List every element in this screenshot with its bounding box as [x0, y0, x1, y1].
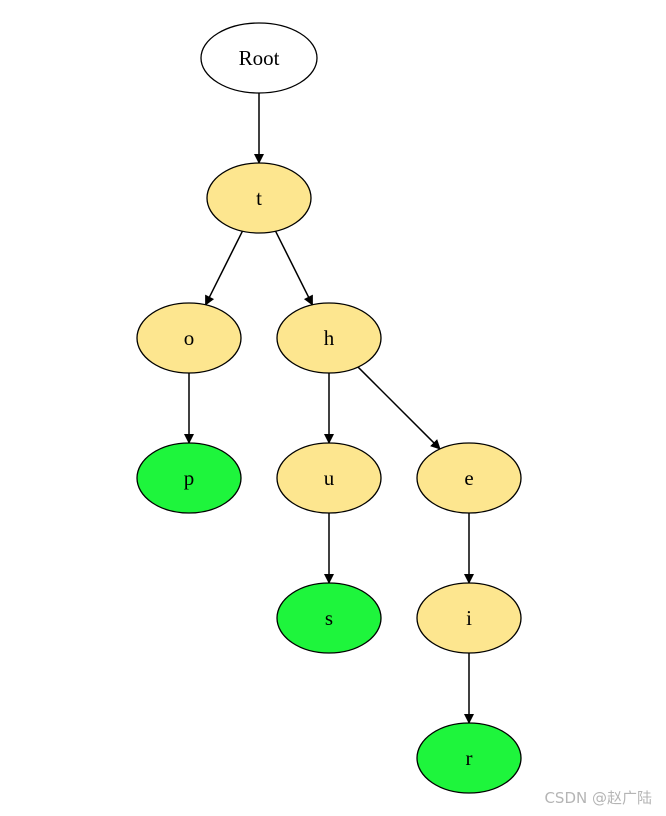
- edge-t-to-h: [274, 230, 314, 306]
- node-i: i: [416, 582, 522, 654]
- node-p-label: p: [184, 466, 195, 490]
- node-t-ellipse: [206, 162, 312, 234]
- node-o-label: o: [184, 326, 195, 350]
- node-h-ellipse: [276, 302, 382, 374]
- edges-layer: [184, 93, 474, 724]
- node-t-label: t: [256, 186, 262, 210]
- node-t: t: [206, 162, 312, 234]
- node-i-label: i: [466, 606, 472, 630]
- node-r-label: r: [466, 746, 473, 770]
- node-r: r: [416, 722, 522, 794]
- node-p: p: [136, 442, 242, 514]
- node-s: s: [276, 582, 382, 654]
- node-e-label: e: [464, 466, 473, 490]
- node-h: h: [276, 302, 382, 374]
- node-e-ellipse: [416, 442, 522, 514]
- node-root: Root: [200, 22, 318, 94]
- node-s-ellipse: [276, 582, 382, 654]
- nodes-layer: Root t o h p u e s i r: [136, 22, 522, 794]
- node-i-ellipse: [416, 582, 522, 654]
- node-p-ellipse: [136, 442, 242, 514]
- node-u-ellipse: [276, 442, 382, 514]
- edge-t-to-o: [204, 230, 244, 306]
- node-h-label: h: [324, 326, 335, 350]
- node-u-label: u: [324, 466, 335, 490]
- node-s-label: s: [325, 606, 333, 630]
- node-o: o: [136, 302, 242, 374]
- node-r-ellipse: [416, 722, 522, 794]
- node-o-ellipse: [136, 302, 242, 374]
- edge-h-to-e: [357, 366, 441, 450]
- node-u: u: [276, 442, 382, 514]
- node-e: e: [416, 442, 522, 514]
- node-root-label: Root: [239, 46, 280, 70]
- node-root-ellipse: [200, 22, 318, 94]
- csdn-watermark: CSDN @赵广陆: [544, 789, 652, 807]
